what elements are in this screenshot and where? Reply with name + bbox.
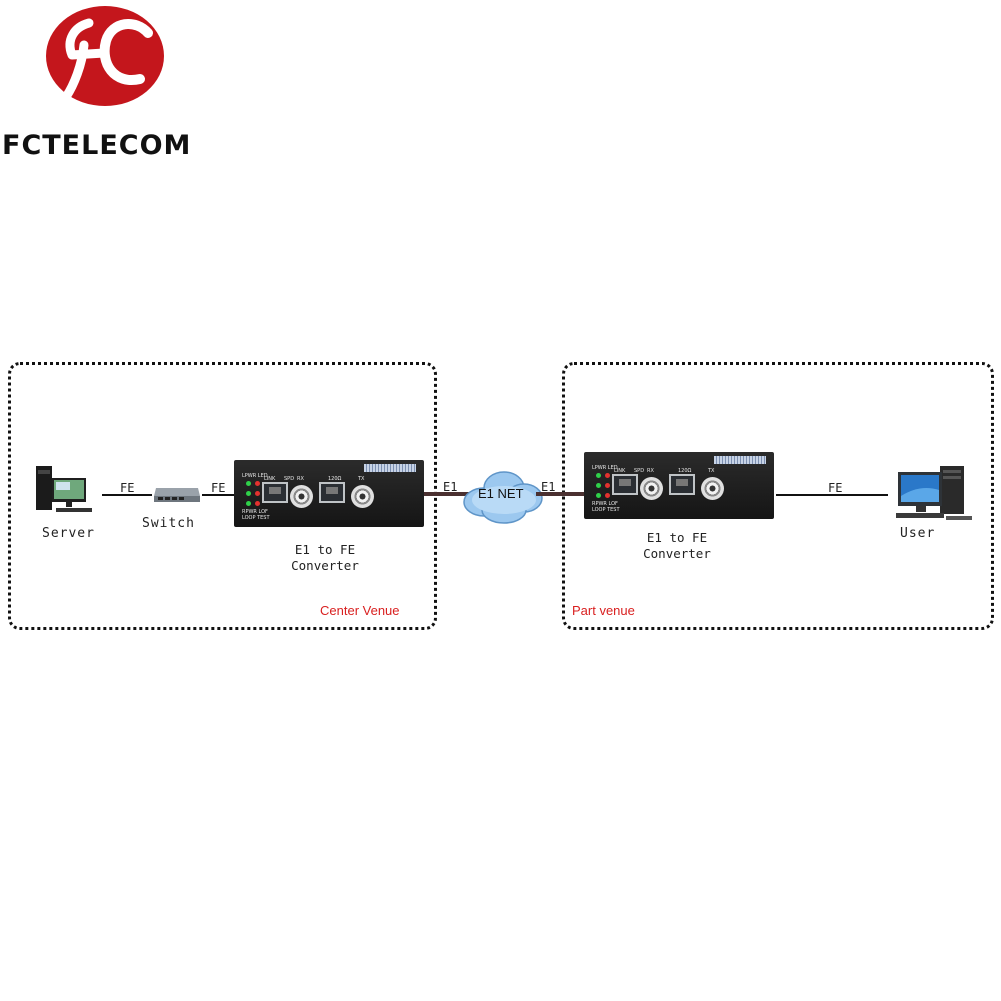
led-red-3 [255, 501, 260, 506]
desktop-computer-icon [890, 460, 974, 524]
rj45-120-port[interactable] [669, 474, 695, 495]
panel-label-120: 120Ω [678, 468, 692, 474]
part-venue-box [562, 362, 994, 630]
switch-label: Switch [142, 516, 195, 531]
link-switch-converter-label: FE [211, 481, 226, 495]
led-red-2 [605, 483, 610, 488]
led-green-2 [246, 491, 251, 496]
center-venue-label: Center Venue [320, 603, 400, 618]
panel-label-link: LINK [264, 476, 276, 482]
panel-label-loop: LOOP TEST [242, 515, 270, 521]
label-stripe [364, 464, 416, 472]
led-green-1 [596, 473, 601, 478]
link-server-switch [102, 494, 152, 496]
panel-label-tx: TX [358, 476, 365, 482]
panel-label-rx: RX [297, 476, 304, 482]
center-venue-box [8, 362, 437, 630]
link-e1-right [536, 492, 584, 496]
user-label: User [900, 526, 936, 541]
led-red-1 [605, 473, 610, 478]
rj45-120-port[interactable] [319, 482, 345, 503]
panel-label-spd: SPD [284, 476, 295, 482]
bnc-rx-port[interactable] [640, 477, 663, 500]
converter-part-caption-line2: Converter [643, 546, 711, 561]
server-label: Server [42, 526, 95, 541]
e1-to-fe-converter-center: LPWR LED RPWR LOF LOOP TEST LINK SPD RX … [234, 460, 424, 527]
panel-label-spd: SPD [634, 468, 645, 474]
led-green-1 [246, 481, 251, 486]
converter-center-caption: E1 to FE Converter [270, 542, 380, 574]
brand-name: FCTELECOM [2, 130, 192, 161]
link-server-switch-label: FE [120, 481, 135, 495]
led-red-3 [605, 493, 610, 498]
panel-label-120: 120Ω [328, 476, 342, 482]
logo-mark-icon [46, 6, 164, 106]
part-venue-label: Part venue [572, 603, 635, 618]
panel-label-link: LINK [614, 468, 626, 474]
rj45-fe-port[interactable] [262, 482, 288, 503]
led-red-1 [255, 481, 260, 486]
panel-label-rpwr: RPWR LOF [242, 509, 268, 515]
cloud-icon [460, 462, 546, 528]
link-e1-right-label: E1 [541, 480, 556, 494]
brand-logo [44, 5, 166, 108]
network-switch-icon [152, 484, 202, 504]
panel-label-rpwr: RPWR LOF [592, 501, 618, 507]
rj45-fe-port[interactable] [612, 474, 638, 495]
led-green-2 [596, 483, 601, 488]
bnc-rx-port[interactable] [290, 485, 313, 508]
server-computer-icon [34, 460, 94, 518]
link-e1-left-label: E1 [443, 480, 458, 494]
led-green-3 [246, 501, 251, 506]
label-stripe [714, 456, 766, 464]
link-e1-left [424, 492, 472, 496]
panel-label-lpwr: LPWR LED [592, 465, 618, 471]
bnc-tx-port[interactable] [351, 485, 374, 508]
panel-label-tx: TX [708, 468, 715, 474]
converter-center-caption-line1: E1 to FE [294, 542, 356, 557]
link-switch-converter [202, 494, 235, 496]
panel-label-loop: LOOP TEST [592, 507, 620, 513]
link-converter-user-label: FE [828, 481, 843, 495]
led-green-3 [596, 493, 601, 498]
e1-to-fe-converter-part: LPWR LED RPWR LOF LOOP TEST LINK SPD RX … [584, 452, 774, 519]
converter-part-caption-line1: E1 to FE [646, 530, 708, 545]
bnc-tx-port[interactable] [701, 477, 724, 500]
panel-label-rx: RX [647, 468, 654, 474]
cloud-label: E1 NET [478, 486, 524, 501]
converter-center-caption-line2: Converter [291, 558, 359, 573]
converter-part-caption: E1 to FE Converter [622, 530, 732, 562]
panel-label-lpwr: LPWR LED [242, 473, 268, 479]
link-converter-user [776, 494, 888, 496]
led-red-2 [255, 491, 260, 496]
